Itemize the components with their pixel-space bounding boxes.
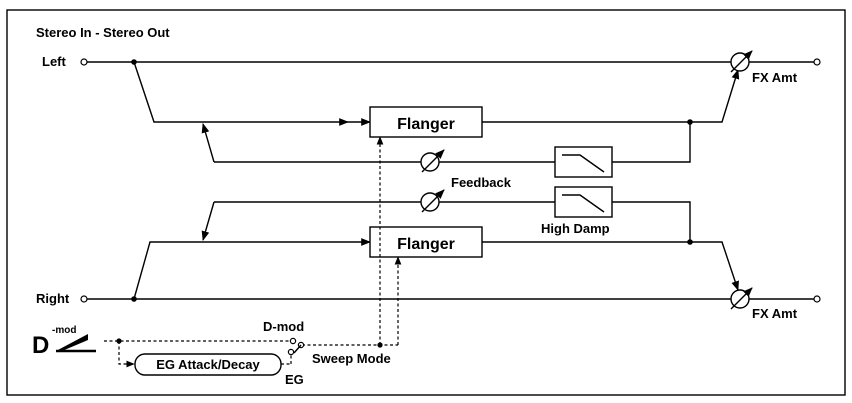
sweep-mode-output-node bbox=[377, 342, 383, 348]
sweep-mode-label: Sweep Mode bbox=[312, 351, 391, 366]
flanger-top-label: Flanger bbox=[397, 116, 455, 133]
feedback-bottom-knob-arrow bbox=[421, 189, 445, 213]
dmod-label: D-mod bbox=[263, 319, 304, 334]
dmod-logo-letter: D bbox=[32, 332, 49, 359]
fx-amt-bottom-label: FX Amt bbox=[752, 306, 798, 321]
right-output-port bbox=[813, 295, 821, 303]
feedback-label: Feedback bbox=[451, 175, 512, 190]
bottom-feedback-return bbox=[612, 201, 691, 242]
bottom-feedback-into-chain bbox=[201, 201, 215, 241]
dmod-logo-ramp bbox=[56, 334, 88, 351]
fx-amt-bottom-knob-arrow bbox=[730, 287, 753, 310]
dmod-logo-superscript: -mod bbox=[52, 325, 76, 336]
left-output-port bbox=[813, 58, 821, 66]
flanger-bottom-to-fxamt bbox=[690, 241, 739, 291]
sweep-mode-switch-lever bbox=[293, 344, 302, 354]
flanger-bottom-label: Flanger bbox=[397, 236, 455, 253]
fx-amt-bottom-knob bbox=[730, 289, 750, 309]
right-input-label: Right bbox=[36, 291, 70, 306]
high-damp-label: High Damp bbox=[541, 221, 610, 236]
right-input-port bbox=[80, 295, 88, 303]
fx-amt-top-knob-arrow bbox=[730, 50, 753, 73]
high-damp-filter-bottom-icon bbox=[562, 194, 605, 213]
left-input-port bbox=[80, 58, 88, 66]
diagram-frame bbox=[6, 9, 846, 396]
high-damp-filter-top bbox=[554, 146, 613, 178]
eg-attack-decay-label: EG Attack/Decay bbox=[156, 357, 260, 372]
right-wet-feed bbox=[133, 241, 348, 300]
top-feedback-into-chain bbox=[201, 123, 215, 163]
high-damp-filter-top-icon bbox=[562, 154, 605, 173]
fx-amt-top-knob bbox=[730, 52, 750, 72]
high-damp-filter-bottom bbox=[554, 186, 613, 218]
eg-label: EG bbox=[285, 372, 304, 387]
switch-contact-dmod bbox=[289, 337, 297, 345]
flanger-bottom-block bbox=[369, 226, 483, 258]
left-input-label: Left bbox=[42, 54, 67, 69]
flanger-top-to-fxamt bbox=[690, 69, 740, 123]
fx-amt-top-label: FX Amt bbox=[752, 70, 798, 85]
feedback-top-knob bbox=[420, 152, 440, 172]
top-feedback-return bbox=[612, 122, 691, 163]
dmod-to-eg-wire bbox=[118, 341, 135, 368]
diagram-title: Stereo In - Stereo Out bbox=[36, 25, 170, 40]
left-wet-feed bbox=[133, 61, 349, 126]
feedback-top-knob-arrow bbox=[421, 149, 445, 173]
switch-contact-eg bbox=[287, 348, 295, 356]
feedback-bottom-knob bbox=[420, 192, 440, 212]
